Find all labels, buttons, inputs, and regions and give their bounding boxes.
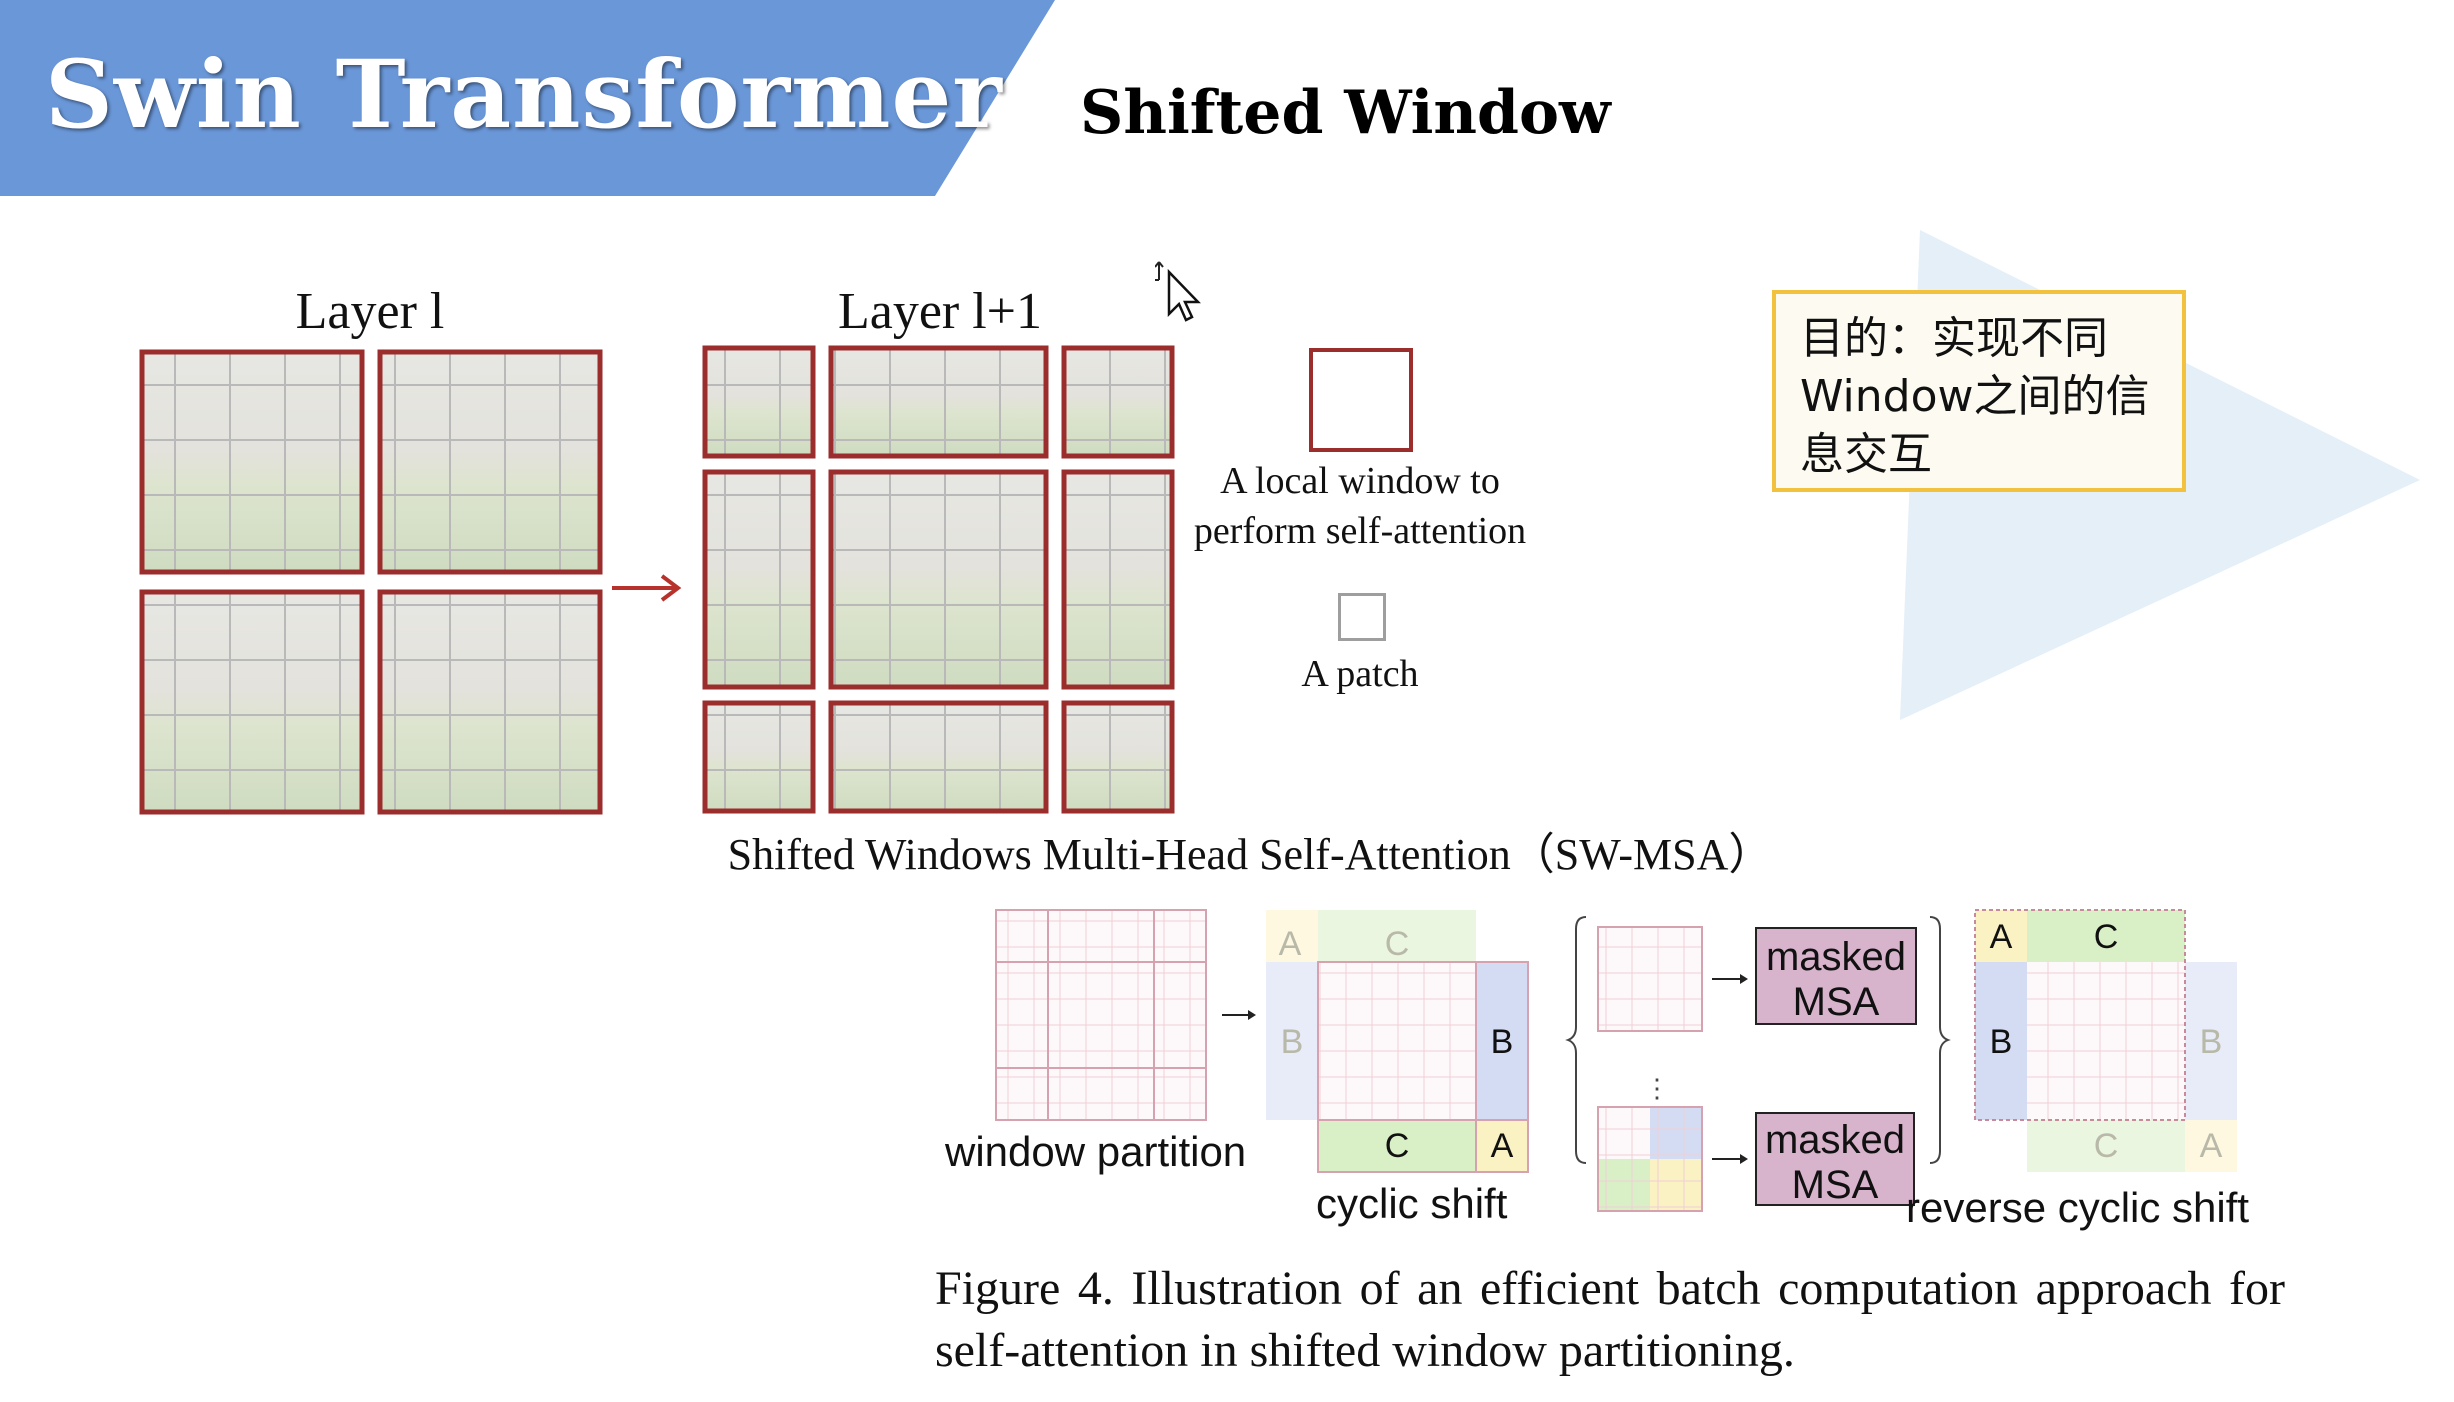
layer-l1-label: Layer l+1: [837, 283, 1042, 340]
window-partition-grid: [995, 909, 1207, 1121]
label-window-partition: window partition: [945, 1128, 1247, 1175]
layer-l-windows: [139, 349, 603, 815]
note-text: 目的：实现不同 Window之间的信 息交互: [1800, 313, 2150, 480]
layer-arrow-icon: [612, 574, 682, 602]
label-reverse-cyclic-shift: reverse cyclic shift: [1906, 1184, 2250, 1231]
reverse-region-a: A: [1990, 918, 2013, 956]
reverse-cyclic-shift-grid: [1974, 909, 2237, 1172]
shift-region-a: A: [1491, 1127, 1514, 1165]
reverse-region-c: C: [2094, 918, 2119, 956]
swmsa-caption: Shifted Windows Multi-Head Self-Attentio…: [727, 830, 1773, 879]
figure4-caption: Figure 4. Illustration of an efficient b…: [935, 1262, 2285, 1377]
layer-l-label: Layer l: [295, 283, 445, 340]
legend-window-swatch: [1309, 348, 1413, 452]
legend-patch-label: A patch: [1301, 653, 1419, 695]
batched-window-1: [1597, 926, 1703, 1032]
reverse-ghost-a: A: [2200, 1127, 2223, 1165]
ghost-region-a: A: [1279, 925, 1302, 963]
legend-patch-swatch: [1338, 593, 1386, 641]
reverse-region-b: B: [1990, 1023, 2013, 1061]
right-brace-icon: [1929, 916, 1951, 1164]
arrow-right-icon: [1222, 1010, 1256, 1020]
masked-msa-2-line1: masked: [1765, 1118, 1905, 1162]
brand-title: Swin Transformer: [45, 40, 1003, 150]
move-cursor-icon: [1155, 261, 1201, 322]
reverse-ghost-c: C: [2094, 1127, 2119, 1165]
note-box: 目的：实现不同 Window之间的信 息交互: [1772, 290, 2186, 492]
ghost-region-c: C: [1385, 925, 1410, 963]
shift-region-b: B: [1491, 1023, 1514, 1061]
layer-l1-windows: [702, 345, 1175, 814]
masked-msa-box-2: [1755, 1112, 1915, 1206]
masked-msa-box-1: [1755, 927, 1917, 1025]
header-banner: [0, 0, 1055, 196]
label-cyclic-shift: cyclic shift: [1316, 1180, 1508, 1227]
vertical-ellipsis-icon: ⋮: [1644, 1073, 1670, 1103]
batched-window-2: [1597, 1106, 1703, 1212]
cyclic-shift-grid: [1266, 910, 1529, 1173]
reverse-ghost-b: B: [2200, 1023, 2223, 1061]
masked-msa-2-line2: MSA: [1792, 1163, 1879, 1207]
legend-window-label: A local window to perform self-attention: [1193, 460, 1527, 552]
masked-msa-1-line2: MSA: [1793, 980, 1880, 1024]
left-brace-icon: [1565, 916, 1587, 1164]
arrow-right-icon: [1712, 974, 1748, 1164]
figure4-diagram: A C B B C A ⋮ masked MSA masked MSA: [995, 909, 2237, 1212]
slide-title: Shifted Window: [1080, 78, 1611, 148]
shift-region-c: C: [1385, 1127, 1410, 1165]
ghost-region-b: B: [1281, 1023, 1304, 1061]
masked-msa-1-line1: masked: [1766, 935, 1906, 979]
window-partition-illustration: [139, 345, 1175, 815]
